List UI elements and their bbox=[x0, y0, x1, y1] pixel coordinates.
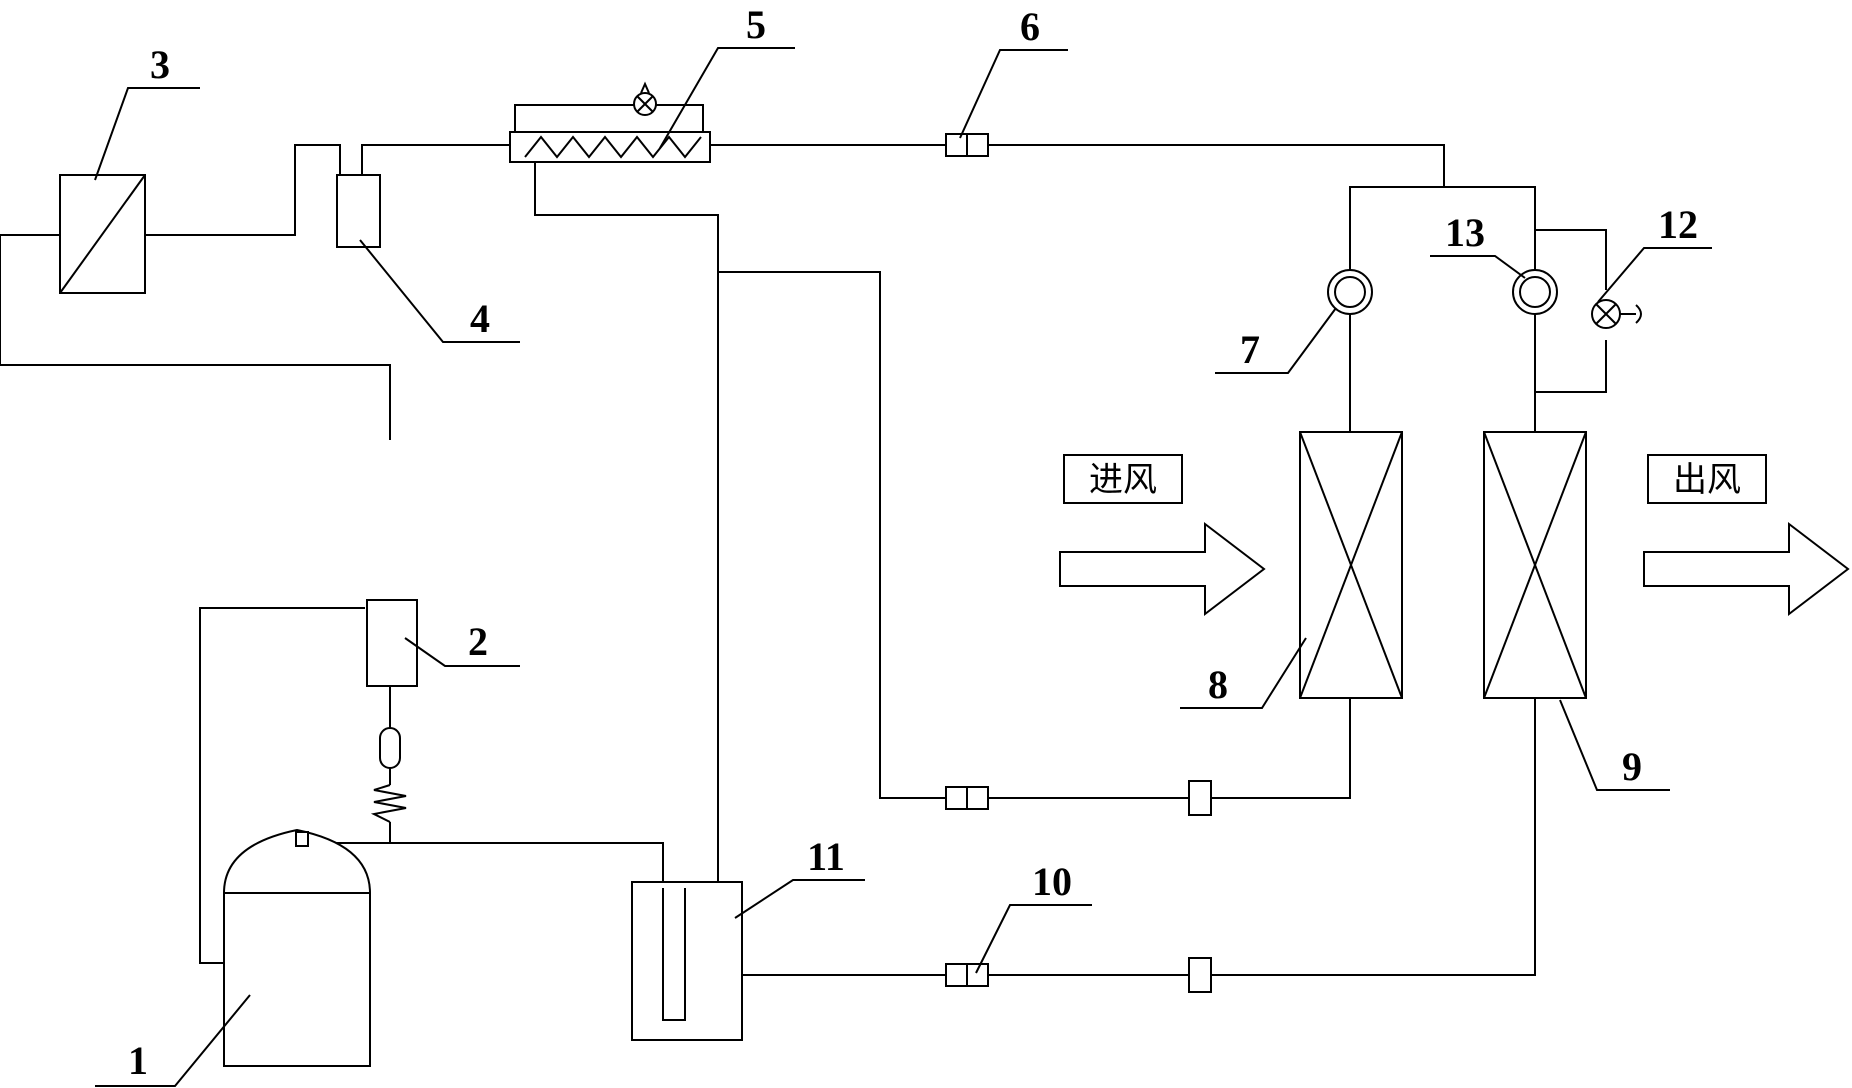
outlet-arrow bbox=[1643, 521, 1850, 617]
label-1: 1 bbox=[128, 1038, 148, 1083]
stop-valve-10 bbox=[945, 963, 989, 987]
filter-capillary bbox=[370, 727, 407, 823]
stop-valve-6 bbox=[945, 133, 989, 157]
label-2: 2 bbox=[468, 619, 488, 664]
coil-heat-exchanger-5 bbox=[509, 81, 711, 163]
label-10: 10 bbox=[1032, 859, 1072, 904]
sensor-7 bbox=[1327, 269, 1373, 315]
callouts: 1 2 3 4 5 6 7 8 9 10 11 12 13 bbox=[94, 2, 1712, 1087]
label-12: 12 bbox=[1658, 202, 1698, 247]
piping bbox=[0, 104, 1607, 1019]
label-9: 9 bbox=[1622, 744, 1642, 789]
sensor-13 bbox=[1512, 269, 1558, 315]
heat-exchanger-8 bbox=[1299, 431, 1403, 699]
inlet-label-box bbox=[1063, 454, 1183, 504]
label-4: 4 bbox=[470, 296, 490, 341]
inlet-air: 进风 bbox=[1059, 454, 1266, 617]
heat-exchanger-3 bbox=[59, 174, 146, 294]
connector-upper-left bbox=[945, 786, 989, 810]
accumulator-11 bbox=[631, 881, 743, 1041]
four-way-valve bbox=[366, 599, 418, 687]
label-3: 3 bbox=[150, 42, 170, 87]
heat-exchanger-9 bbox=[1483, 431, 1587, 699]
inlet-arrow bbox=[1059, 521, 1266, 617]
label-7: 7 bbox=[1240, 327, 1260, 372]
connector-lower-right bbox=[1188, 957, 1212, 993]
outlet-air: 出风 bbox=[1643, 454, 1850, 617]
inlet-label: 进风 bbox=[1089, 460, 1157, 500]
label-5: 5 bbox=[746, 2, 766, 47]
separator-4 bbox=[336, 174, 381, 248]
connector-upper-right bbox=[1188, 780, 1212, 816]
outlet-label-box bbox=[1647, 454, 1767, 504]
outlet-label: 出风 bbox=[1673, 460, 1741, 500]
label-11: 11 bbox=[807, 834, 845, 879]
compressor bbox=[223, 828, 371, 1067]
label-6: 6 bbox=[1020, 4, 1040, 49]
valve-12 bbox=[1591, 299, 1642, 329]
label-13: 13 bbox=[1445, 210, 1485, 255]
label-8: 8 bbox=[1208, 662, 1228, 707]
